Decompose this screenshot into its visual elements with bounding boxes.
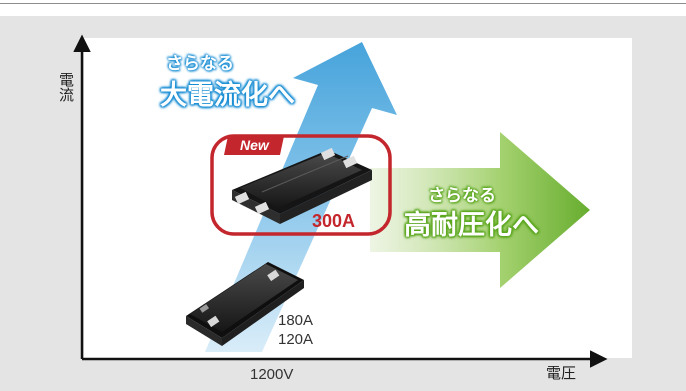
new-module-rating: 300A [312, 211, 356, 231]
voltage-arrow-shape [370, 132, 590, 288]
x-axis-label: 電圧 [546, 364, 577, 382]
existing-module-image [186, 262, 304, 346]
new-badge-label: New [239, 137, 269, 153]
top-rule [0, 3, 686, 4]
x-axis-tick-1200v: 1200V [250, 366, 294, 383]
existing-module-rating-1: 180A [278, 312, 314, 329]
current-arrow-caption-small: さらなる [166, 54, 234, 74]
current-arrow-caption-large: 大電流化へ [160, 80, 295, 111]
voltage-arrow-caption-small: さらなる [428, 186, 496, 206]
y-axis-label: 電流 [57, 72, 75, 102]
existing-module-rating-2: 120A [278, 331, 314, 348]
new-badge: New [223, 136, 285, 155]
new-module-highlight [210, 134, 392, 236]
voltage-arrow-caption-large: 高耐圧化へ [404, 210, 539, 241]
new-module-image [232, 147, 372, 224]
